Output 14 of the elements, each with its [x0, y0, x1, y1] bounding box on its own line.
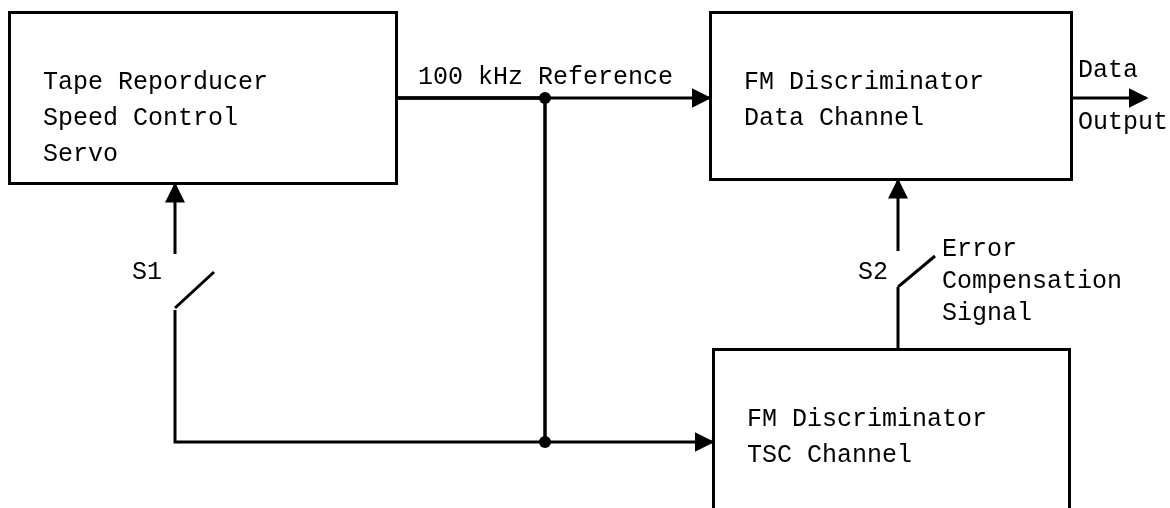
arrow [1073, 88, 1149, 108]
switch-label: S1 [132, 260, 162, 286]
block-label: Tape Reporducer Speed Control Servo [43, 67, 270, 171]
connector-line [896, 287, 900, 348]
edge-label: 100 kHz Reference [418, 62, 674, 94]
signal-label: Error Compensation Signal [942, 234, 1124, 330]
block-label: FM Discriminator Data Channel [744, 67, 986, 135]
block-box [709, 11, 1073, 181]
block-label: FM Discriminator TSC Channel [747, 404, 989, 472]
block-box [712, 348, 1071, 508]
block-box [8, 11, 398, 185]
switch-label: S2 [858, 260, 888, 286]
connector-line [173, 96, 547, 444]
edge-label: Data Output [1078, 55, 1168, 139]
